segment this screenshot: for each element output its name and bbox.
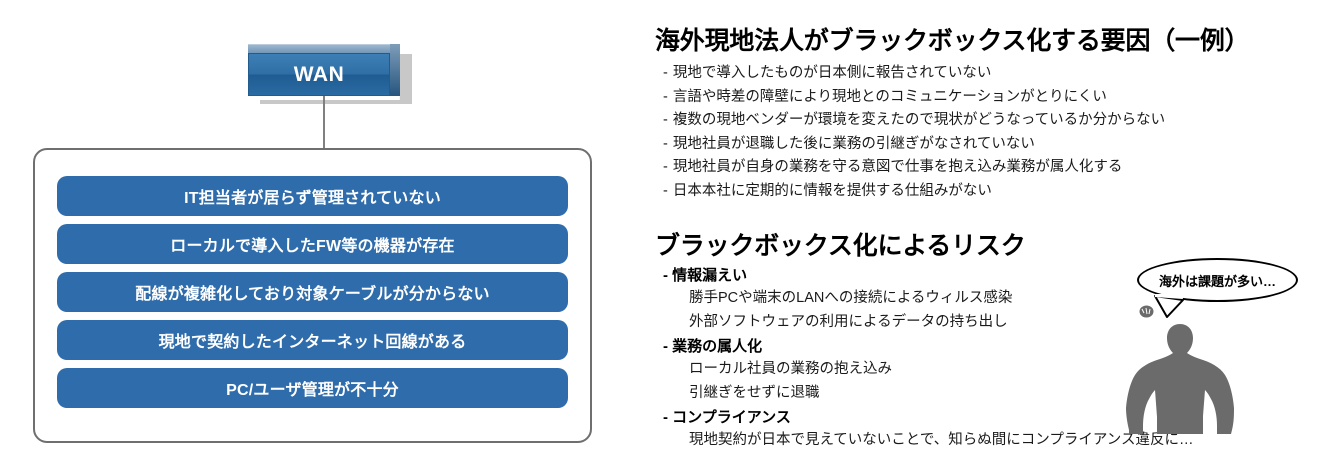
speech-bubble: 海外は課題が多い… [1137,258,1298,318]
risk-sub-item: 外部ソフトウェアの利用によるデータの持ち出し [689,313,1008,330]
bullet-dash-icon: - [663,159,668,175]
person-silhouette-icon [1126,324,1234,434]
risk-group-title: - コンプライアンス [663,409,791,426]
factor-item-label: 現地社員が自身の業務を守る意図で仕事を抱え込み業務が属人化する [672,159,1123,175]
wan-node-right-face [390,44,400,96]
risk-group-title: - 業務の属人化 [663,338,763,355]
factor-item-label: 現地社員が退職した後に業務の引継ぎがなされていない [672,135,1035,152]
factors-heading: 海外現地法人がブラックボックス化する要因（一例） [655,27,1250,55]
bullet-dash-icon: - [663,112,668,128]
factor-item-label: 現地で導入したものが日本側に報告されていない [672,65,992,81]
issue-pill[interactable]: ローカルで導入したFW等の機器が存在 [57,224,568,264]
factor-item: -現地で導入したものが日本側に報告されていない [663,62,1313,86]
risk-group: - 情報漏えい 勝手PCや端末のLANへの接続によるウィルス感染 外部ソフトウェ… [663,264,1203,334]
issue-pill[interactable]: IT担当者が居らず管理されていない [57,176,568,216]
risk-sub-item: 引継ぎをせずに退職 [689,384,820,401]
speech-bubble-tail-icon [1154,294,1184,318]
bullet-dash-icon: - [663,65,668,81]
issue-pill[interactable]: PC/ユーザ管理が不十分 [57,368,568,408]
factor-item: -複数の現地ベンダーが環境を変えたので現状がどうなっているか分からない [663,109,1313,133]
wan-to-site-connector-line [323,96,325,152]
risks-heading: ブラックボックス化によるリスク [655,232,1026,260]
factor-item: -言語や時差の障壁により現地とのコミュニケーションがとりにくい [663,86,1313,110]
bullet-dash-icon: - [663,135,668,152]
issue-pill[interactable]: 配線が複雑化しており対象ケーブルが分からない [57,272,568,312]
risk-sub-item: 勝手PCや端末のLANへの接続によるウィルス感染 [689,290,1013,306]
risks-list: - 情報漏えい 勝手PCや端末のLANへの接続によるウィルス感染 外部ソフトウェ… [663,264,1203,454]
risk-group: - コンプライアンス 現地契約が日本で見えていないことで、知らぬ間にコンプライア… [663,406,1203,453]
factor-item-label: 複数の現地ベンダーが環境を変えたので現状がどうなっているか分からない [672,112,1166,128]
issue-pill[interactable]: 現地で契約したインターネット回線がある [57,320,568,360]
local-site-container: IT担当者が居らず管理されていない ローカルで導入したFW等の機器が存在 配線が… [33,148,592,443]
risk-sub-item: ローカル社員の業務の抱え込み [689,361,892,377]
speech-bubble-text: 海外は課題が多い… [1158,273,1276,289]
explanation-panel: 海外現地法人がブラックボックス化する要因（一例） -現地で導入したものが日本側に… [655,0,1319,476]
risk-group: - 業務の属人化 ローカル社員の業務の抱え込み 引継ぎをせずに退職 [663,335,1203,405]
speech-bubble-oval: 海外は課題が多い… [1137,258,1298,302]
risk-sub-item: 現地契約が日本で見えていないことで、知らぬ間にコンプライアンス違反に… [689,432,1194,448]
thought-dot-icon [1139,305,1154,318]
factors-list: -現地で導入したものが日本側に報告されていない -言語や時差の障壁により現地との… [663,62,1313,203]
wan-node[interactable]: WAN [248,44,412,104]
risk-group-title: - 情報漏えい [663,267,748,284]
factor-item: -現地社員が退職した後に業務の引継ぎがなされていない [663,133,1313,157]
wan-node-front-face: WAN [248,53,390,96]
factor-item: -日本本社に定期的に情報を提供する仕組みがない [663,180,1313,204]
bullet-dash-icon: - [663,88,668,105]
bullet-dash-icon: - [663,182,668,199]
factor-item-label: 日本本社に定期的に情報を提供する仕組みがない [672,182,992,199]
network-issue-diagram: WAN IT担当者が居らず管理されていない ローカルで導入したFW等の機器が存在… [0,0,628,476]
wan-node-label: WAN [293,62,345,86]
factor-item-label: 言語や時差の障壁により現地とのコミュニケーションがとりにくい [672,88,1107,105]
factor-item: -現地社員が自身の業務を守る意図で仕事を抱え込み業務が属人化する [663,156,1313,180]
wan-node-top-face [248,44,390,54]
